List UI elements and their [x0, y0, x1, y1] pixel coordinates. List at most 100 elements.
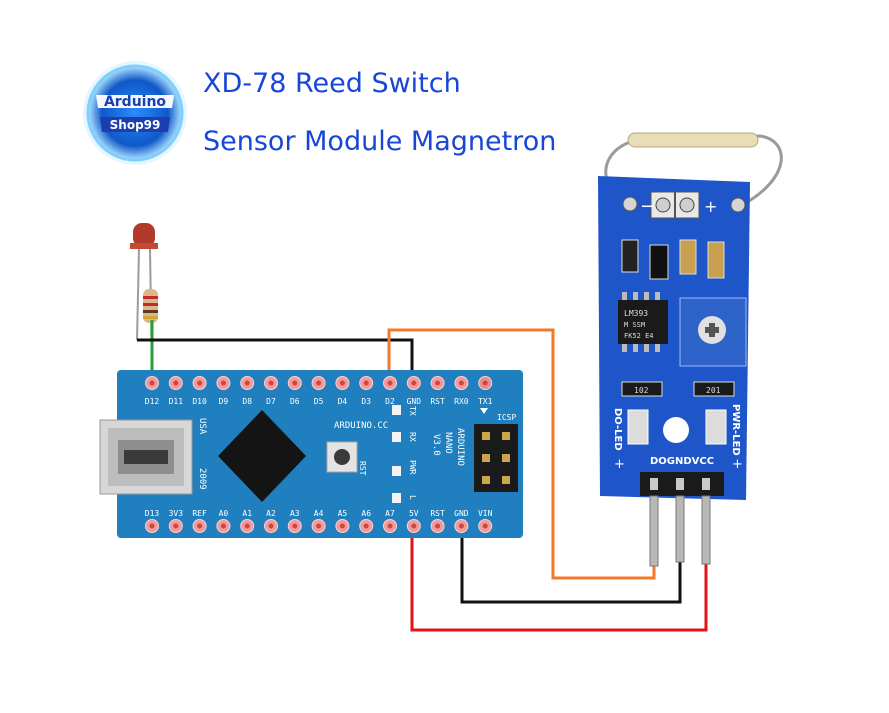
year-label: 2009: [197, 468, 207, 490]
bottom-pin-label-11: 5V: [409, 509, 419, 518]
res-right-code: 201: [706, 386, 721, 395]
title-line-1: XD-78 Reed Switch: [203, 68, 461, 99]
bottom-pin-pad-hole-7: [316, 523, 322, 529]
do-led: [627, 409, 649, 445]
lm393-chip: LM393 M SSM FK52 E4: [618, 292, 668, 352]
arduino-nano: RST ARDUINO.CC USA 2009 TX RX PWR L ARDU…: [99, 370, 523, 538]
smd-components: [621, 239, 725, 280]
usa-label: USA: [197, 418, 207, 435]
bottom-pin-label-8: A5: [338, 509, 348, 518]
top-pin-label-4: D8: [242, 397, 252, 406]
model-nano: NANO: [443, 432, 453, 454]
bottom-pin-pad-hole-5: [268, 523, 274, 529]
bottom-pin-label-6: A3: [290, 509, 300, 518]
bottom-pin-pad-hole-11: [411, 523, 417, 529]
bottom-pin-pad-hole-0: [149, 523, 155, 529]
rst-label: RST: [358, 461, 367, 476]
bottom-pin-pad-hole-8: [339, 523, 345, 529]
pins-header-label: DOGNDVCC: [650, 456, 714, 467]
bottom-pin-label-0: D13: [145, 509, 160, 518]
ic-line-3: FK52 E4: [624, 332, 654, 340]
icsp-header: [474, 424, 518, 492]
status-leds: TX RX PWR L: [392, 405, 417, 503]
bottom-pin-pad-hole-13: [458, 523, 464, 529]
terminal-minus: −: [640, 196, 655, 217]
top-pin-pad-hole-1: [173, 380, 179, 386]
mounting-hole: [663, 417, 689, 443]
top-pin-pad-hole-5: [268, 380, 274, 386]
potentiometer: [679, 297, 747, 367]
plus-right: +: [732, 457, 743, 472]
top-pin-label-1: D11: [169, 397, 184, 406]
pwr-led: [705, 409, 727, 445]
top-pin-pad-hole-6: [292, 380, 298, 386]
bottom-pin-label-14: VIN: [478, 509, 493, 518]
top-pin-pad-hole-7: [316, 380, 322, 386]
top-pin-label-10: D2: [385, 397, 395, 406]
bottom-pin-pad-hole-6: [292, 523, 298, 529]
top-pin-label-9: D3: [361, 397, 371, 406]
top-pin-pad-hole-12: [435, 380, 441, 386]
icsp-label: ICSP: [497, 413, 516, 422]
shop-logo: Arduino Shop99: [83, 61, 187, 165]
top-pin-label-0: D12: [145, 397, 160, 406]
top-pin-label-14: TX1: [478, 397, 493, 406]
bottom-pin-pad-hole-12: [435, 523, 441, 529]
reset-button: [326, 441, 358, 473]
title-line-2: Sensor Module Magnetron: [203, 126, 557, 157]
top-pin-row: D12 D11 D10 D9 D8 D7 D6 D5 D4 D3 D2 GND RST RX0 TX1: [145, 376, 493, 406]
top-pin-label-12: RST: [430, 397, 445, 406]
bottom-pin-pad-hole-1: [173, 523, 179, 529]
top-pin-label-13: RX0: [454, 397, 469, 406]
top-pin-label-7: D5: [314, 397, 324, 406]
top-pin-label-11: GND: [407, 397, 422, 406]
reed-switch-module: − + LM393 M SSM: [598, 132, 783, 567]
bottom-pin-label-1: 3V3: [169, 509, 184, 518]
led-label-rx: RX: [408, 432, 417, 442]
ic-line-1: LM393: [624, 309, 648, 318]
terminal-plus: +: [704, 197, 717, 216]
ic-line-2: M SSM: [624, 321, 645, 329]
bottom-pin-label-2: REF: [192, 509, 207, 518]
bottom-pin-label-4: A1: [242, 509, 252, 518]
resistor: [143, 289, 158, 323]
top-pin-pad-hole-13: [458, 380, 464, 386]
top-pin-pad-hole-14: [482, 380, 488, 386]
pwr-led-label: PWR-LED: [730, 404, 741, 456]
usb-connector: [99, 419, 193, 495]
bottom-pin-label-13: GND: [454, 509, 469, 518]
top-pin-pad-hole-9: [363, 380, 369, 386]
top-pin-pad-hole-11: [411, 380, 417, 386]
led-label-tx: TX: [408, 406, 417, 416]
top-pin-pad-hole-4: [244, 380, 250, 386]
bottom-pin-pad-hole-3: [220, 523, 226, 529]
black-wire-led-gnd: [137, 338, 414, 380]
top-pin-label-2: D10: [192, 397, 207, 406]
bottom-pin-label-7: A4: [314, 509, 324, 518]
top-pin-label-8: D4: [338, 397, 348, 406]
top-pin-label-6: D6: [290, 397, 300, 406]
bottom-pin-pad-hole-4: [244, 523, 250, 529]
bottom-pin-pad-hole-14: [482, 523, 488, 529]
website-label: ARDUINO.CC: [334, 421, 388, 431]
led-label-pwr: PWR: [408, 460, 417, 475]
logo-line-1: Arduino: [104, 94, 166, 110]
bottom-pin-label-3: A0: [219, 509, 229, 518]
top-pin-label-5: D7: [266, 397, 276, 406]
logo-line-2: Shop99: [110, 118, 161, 132]
top-pin-pad-hole-10: [387, 380, 393, 386]
bottom-pin-label-9: A6: [361, 509, 371, 518]
bottom-pin-label-10: A7: [385, 509, 395, 518]
top-pin-label-3: D9: [219, 397, 229, 406]
mcu-chip: [218, 410, 306, 502]
do-led-label: DO-LED: [612, 408, 623, 451]
reed-terminal: [622, 191, 746, 219]
sensor-pin-header: [640, 472, 724, 567]
top-pin-pad-hole-2: [197, 380, 203, 386]
led-label-l: L: [408, 495, 417, 500]
top-pin-pad-hole-3: [220, 380, 226, 386]
icsp-arrow: [480, 408, 488, 414]
plus-left: +: [614, 457, 625, 472]
